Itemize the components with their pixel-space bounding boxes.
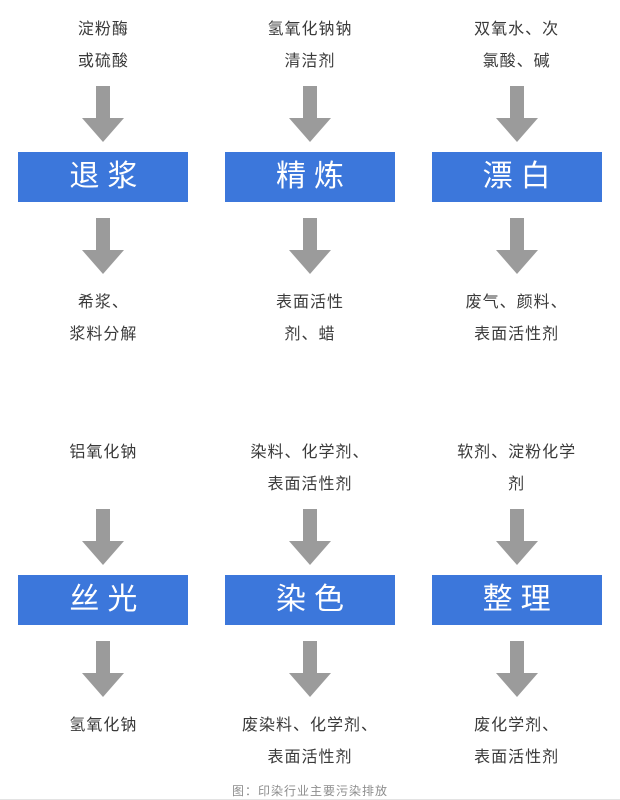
input-label: 淀粉酶或硫酸: [78, 14, 129, 78]
arrow-shaft: [509, 641, 524, 673]
process-step: 双氧水、次氯酸、碱 漂白 废气、颜料、表面活性剂: [413, 0, 620, 351]
arrow-shaft: [96, 641, 111, 673]
input-line: 氢氧化钠钠: [267, 21, 353, 38]
output-label: 表面活性剂、蜡: [276, 287, 344, 351]
input-label: 氢氧化钠钠清洁剂: [267, 14, 352, 78]
input-line: 双氧水、次: [474, 21, 560, 38]
arrow-shaft: [509, 218, 524, 250]
process-step: 氢氧化钠钠清洁剂 精炼 表面活性剂、蜡: [207, 0, 414, 351]
down-arrow-icon: [82, 86, 125, 142]
input-line: 氯酸、碱: [482, 53, 551, 70]
input-label: 软剂、淀粉化学剂: [457, 437, 576, 501]
input-line: 软剂、淀粉化学: [457, 444, 577, 461]
arrow-head: [82, 541, 125, 565]
down-arrow-icon: [495, 218, 538, 274]
output-line: 表面活性: [275, 294, 344, 311]
process-step: 软剂、淀粉化学剂 整理 废化学剂、表面活性剂: [413, 423, 620, 774]
input-label: 双氧水、次氯酸、碱: [474, 14, 559, 78]
process-box: 精炼: [224, 152, 395, 202]
process-box: 漂白: [431, 152, 602, 202]
down-arrow-icon: [495, 86, 538, 142]
process-row-top: 淀粉酶或硫酸 退浆 希浆、浆料分解 氢氧化钠钠清洁剂 精炼 表面活性剂、蜡 双氧…: [0, 0, 620, 351]
process-box: 丝光: [18, 575, 189, 625]
arrow-shaft: [302, 641, 317, 673]
input-line: 剂: [508, 476, 526, 493]
arrow-shaft: [302, 509, 317, 541]
down-arrow-icon: [288, 641, 331, 697]
arrow-head: [82, 250, 125, 274]
output-label: 废染料、化学剂、表面活性剂: [242, 710, 378, 774]
input-line: 淀粉酶: [77, 21, 129, 38]
arrow-head: [288, 250, 331, 274]
input-line: 染料、化学剂、: [250, 444, 370, 461]
process-step: 铝氧化钠 丝光 氢氧化钠: [0, 423, 207, 774]
down-arrow-icon: [495, 509, 538, 565]
arrow-head: [495, 250, 538, 274]
arrow-shaft: [302, 218, 317, 250]
process-box: 退浆: [18, 152, 189, 202]
output-line: 浆料分解: [69, 326, 138, 343]
arrow-shaft: [96, 509, 111, 541]
process-box: 染色: [224, 575, 395, 625]
arrow-shaft: [96, 218, 111, 250]
arrow-shaft: [302, 86, 317, 118]
output-label: 废气、颜料、表面活性剂: [466, 287, 568, 351]
down-arrow-icon: [495, 641, 538, 697]
arrow-head: [288, 673, 331, 697]
down-arrow-icon: [82, 218, 125, 274]
down-arrow-icon: [82, 641, 125, 697]
arrow-shaft: [509, 86, 524, 118]
output-line: 废染料、化学剂、: [241, 717, 378, 734]
figure-caption: 图：印染行业主要污染排放: [231, 784, 388, 798]
arrow-head: [495, 541, 538, 565]
process-step: 染料、化学剂、表面活性剂 染色 废染料、化学剂、表面活性剂: [207, 423, 414, 774]
output-line: 废气、颜料、: [465, 294, 568, 311]
input-label: 铝氧化钠: [69, 437, 137, 501]
process-row-bottom: 铝氧化钠 丝光 氢氧化钠 染料、化学剂、表面活性剂 染色 废染料、化学剂、表面活…: [0, 423, 620, 774]
arrow-head: [288, 541, 331, 565]
down-arrow-icon: [288, 86, 331, 142]
output-label: 希浆、浆料分解: [69, 287, 137, 351]
output-line: 表面活性剂: [474, 326, 560, 343]
arrow-head: [495, 118, 538, 142]
process-box: 整理: [431, 575, 602, 625]
output-line: 希浆、: [77, 294, 129, 311]
process-step: 淀粉酶或硫酸 退浆 希浆、浆料分解: [0, 0, 207, 351]
input-line: 表面活性剂: [267, 476, 353, 493]
output-line: 氢氧化钠: [69, 717, 138, 734]
output-line: 废化学剂、: [474, 717, 560, 734]
output-line: 剂、蜡: [284, 326, 336, 343]
arrow-shaft: [509, 509, 524, 541]
arrow-head: [82, 673, 125, 697]
input-line: 铝氧化钠: [69, 444, 138, 461]
input-label: 染料、化学剂、表面活性剂: [250, 437, 369, 501]
down-arrow-icon: [288, 218, 331, 274]
output-label: 氢氧化钠: [69, 710, 137, 774]
arrow-shaft: [96, 86, 111, 118]
arrow-head: [288, 118, 331, 142]
output-line: 表面活性剂: [267, 749, 353, 766]
input-line: 或硫酸: [77, 53, 129, 70]
arrow-head: [82, 118, 125, 142]
output-line: 表面活性剂: [474, 749, 560, 766]
arrow-head: [495, 673, 538, 697]
input-line: 清洁剂: [284, 53, 336, 70]
down-arrow-icon: [82, 509, 125, 565]
output-label: 废化学剂、表面活性剂: [474, 710, 559, 774]
down-arrow-icon: [288, 509, 331, 565]
